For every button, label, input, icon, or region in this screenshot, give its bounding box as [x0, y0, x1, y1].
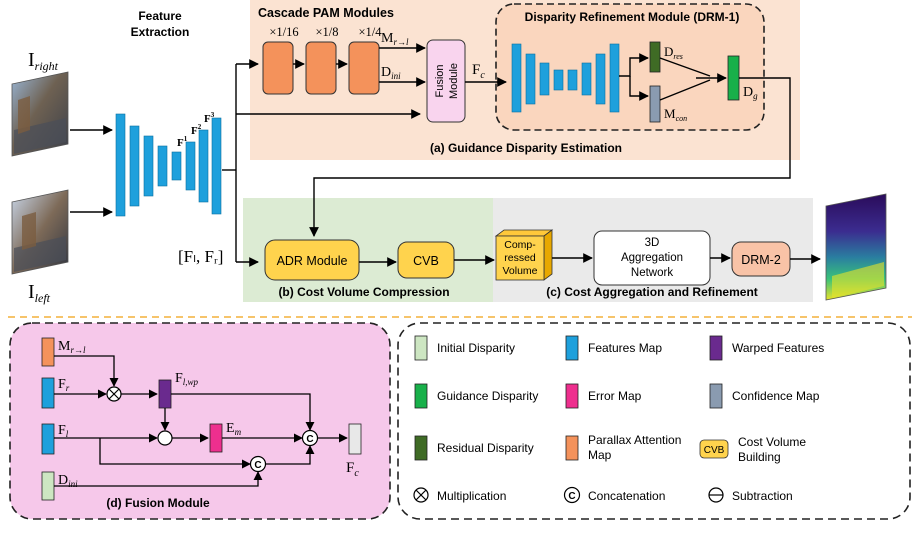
- svg-text:Initial Disparity: Initial Disparity: [437, 341, 515, 355]
- right-image: [11, 71, 69, 157]
- fd-m-block: [41, 337, 55, 367]
- legend-item-error-map: Error Map: [565, 383, 642, 409]
- fd-dini-block: [41, 471, 55, 501]
- mcon-label: Mcon: [664, 106, 687, 123]
- fusion-module-block: [426, 39, 466, 123]
- legend-item-confidence-map: Confidence Map: [709, 383, 820, 409]
- f2-label: F2: [191, 123, 202, 137]
- legend-item-multiplication: Multiplication: [413, 487, 506, 503]
- legend-item-subtraction: Subtraction: [708, 487, 793, 503]
- svg-text:Multiplication: Multiplication: [437, 489, 506, 503]
- dini-label: Dini: [381, 65, 401, 81]
- dg-block: [727, 55, 740, 101]
- fd-subtract-op: [157, 430, 173, 446]
- f1-label: F1: [177, 135, 188, 149]
- feature-extraction-title: Feature: [138, 9, 182, 23]
- feature-extraction-title-2: Extraction: [131, 25, 190, 39]
- fd-flwp-block: [158, 379, 172, 409]
- drm1-unet: [511, 43, 620, 113]
- features-pair-label: [Fₗ, Fᵣ]: [178, 247, 223, 266]
- fc-label: Fc: [472, 62, 485, 81]
- pam-scale-1: ×1/16: [269, 25, 298, 39]
- svg-text:Confidence Map: Confidence Map: [732, 389, 820, 403]
- dres-label: Dres: [664, 44, 683, 61]
- input-right-label: Iright: [28, 49, 59, 73]
- aggregation-caption: (c) Cost Aggregation and Refinement: [546, 285, 758, 299]
- adr-module: [264, 239, 360, 281]
- drm1-title: Disparity Refinement Module (DRM-1): [525, 10, 740, 24]
- fd-fc-block: [348, 423, 362, 455]
- compressed-volume: [494, 229, 554, 281]
- fd-em-label: Em: [226, 421, 242, 437]
- pam-scale-3: ×1/4: [358, 25, 382, 39]
- svg-text:CVB: CVB: [704, 445, 725, 456]
- legend-item-warped-features: Warped Features: [709, 335, 824, 361]
- compressed-volume-label-2: ressed: [504, 252, 536, 264]
- fusion-detail-caption: (d) Fusion Module: [106, 496, 210, 510]
- compression-caption: (b) Cost Volume Compression: [278, 285, 449, 299]
- fd-em-block: [209, 423, 223, 453]
- legend-item-initial-disparity: Initial Disparity: [414, 335, 515, 361]
- compressed-volume-label: Comp-: [504, 239, 536, 251]
- fd-concat-symbol-2: C: [254, 460, 261, 471]
- svg-text:Concatenation: Concatenation: [588, 489, 665, 503]
- svg-text:C: C: [568, 491, 575, 502]
- fd-fl-block: [41, 423, 55, 455]
- guidance-caption: (a) Guidance Disparity Estimation: [430, 141, 622, 155]
- fd-m-label: Mr→l: [58, 339, 86, 355]
- aggregation-network-label-3: Network: [631, 267, 673, 279]
- f3-label: F3: [204, 111, 215, 125]
- legend-item-features-map: Features Map: [565, 335, 662, 361]
- fd-fl-label: Fl: [58, 423, 69, 439]
- dg-label: Dg: [743, 85, 758, 101]
- input-left-label: Ileft: [28, 281, 51, 305]
- fd-fr-block: [41, 377, 55, 409]
- fd-concat-symbol: C: [306, 434, 313, 445]
- pam-module-3: [348, 41, 380, 95]
- pam-scale-2: ×1/8: [315, 25, 338, 39]
- cvb-module-label: CVB: [413, 254, 439, 268]
- aggregation-network-label: 3D: [645, 237, 660, 249]
- fusion-detail-panel: [9, 322, 391, 520]
- fd-fr-label: Fr: [58, 377, 70, 393]
- aggregation-network-label-2: Aggregation: [621, 252, 683, 264]
- dres-block: [649, 41, 661, 73]
- fd-fc-label: Fc: [346, 460, 359, 479]
- fusion-module-label: Fusion: [434, 64, 446, 97]
- left-image: [11, 189, 69, 275]
- legend-item-concatenation: C Concatenation: [563, 486, 665, 504]
- fd-dini-label: Dini: [58, 473, 78, 489]
- svg-text:Error Map: Error Map: [588, 389, 642, 403]
- svg-text:Guidance Disparity: Guidance Disparity: [437, 389, 538, 403]
- mcon-block: [649, 85, 661, 123]
- fd-flwp-label: Fl,wp: [175, 371, 199, 387]
- svg-text:Warped Features: Warped Features: [732, 341, 824, 355]
- pam-title: Cascade PAM Modules: [258, 6, 394, 20]
- svg-text:Residual Disparity: Residual Disparity: [437, 441, 534, 455]
- output-disparity-image: [825, 193, 887, 301]
- compressed-volume-label-3: Volume: [502, 265, 537, 277]
- legend-item-guidance-disparity: Guidance Disparity: [414, 383, 538, 409]
- svg-text:Features Map: Features Map: [588, 341, 662, 355]
- drm2-label: DRM-2: [741, 253, 781, 267]
- pam-module-1: [262, 41, 294, 95]
- legend-panel: [397, 322, 911, 520]
- m-label: Mr→l: [381, 31, 409, 47]
- pam-module-2: [305, 41, 337, 95]
- legend-item-residual-disparity: Residual Disparity: [414, 435, 534, 461]
- adr-module-label: ADR Module: [277, 254, 348, 268]
- svg-text:Subtraction: Subtraction: [732, 489, 793, 503]
- fd-concat-op-2: [249, 455, 267, 473]
- fusion-module-label-2: Module: [448, 63, 460, 99]
- feature-extractor-unet: [115, 113, 222, 217]
